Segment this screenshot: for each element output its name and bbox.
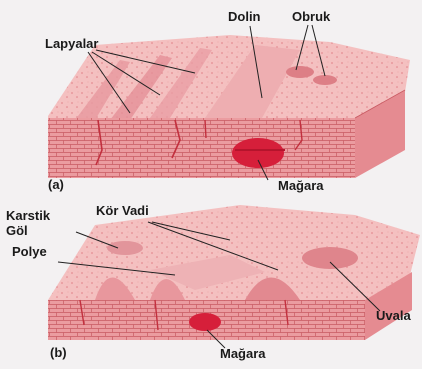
label-uvala: Uvala bbox=[376, 309, 411, 323]
label-kor-vadi: Kör Vadi bbox=[96, 204, 149, 218]
label-magara-a: Mağara bbox=[278, 179, 324, 193]
label-dolin: Dolin bbox=[228, 10, 261, 24]
label-polye: Polye bbox=[12, 245, 47, 259]
panel-b-tag: (b) bbox=[50, 346, 67, 360]
label-magara-b: Mağara bbox=[220, 347, 266, 361]
panel-b-block bbox=[48, 205, 420, 340]
label-lapyalar: Lapyalar bbox=[45, 37, 98, 51]
panel-a-block bbox=[48, 35, 410, 178]
panel-b-cave bbox=[189, 313, 221, 331]
label-obruk: Obruk bbox=[292, 10, 330, 24]
label-karstik-gol: Karstik Göl bbox=[6, 208, 50, 238]
panel-a-tag: (a) bbox=[48, 178, 64, 192]
panel-a-cave bbox=[232, 138, 284, 168]
